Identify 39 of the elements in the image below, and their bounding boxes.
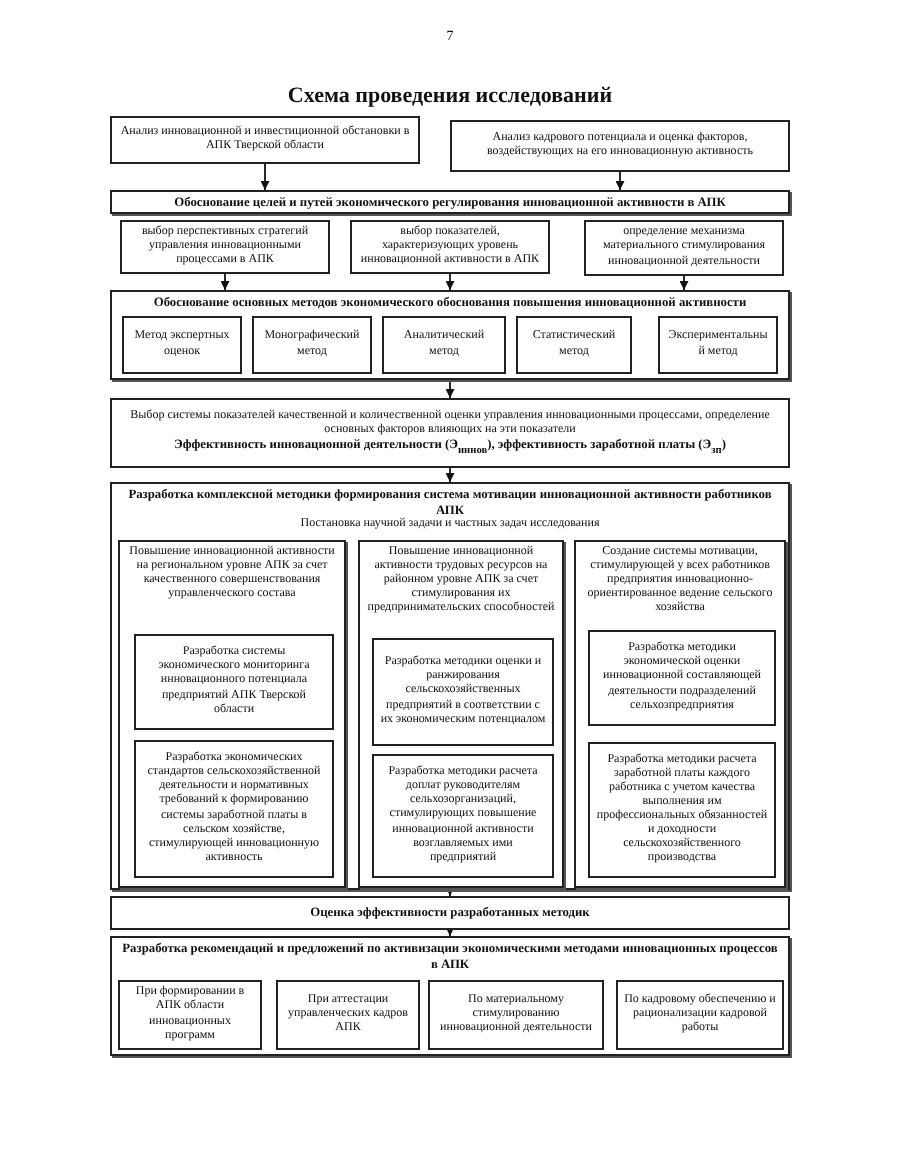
process-box bbox=[120, 220, 330, 274]
group-frame bbox=[110, 290, 790, 380]
process-box bbox=[122, 316, 242, 374]
group-frame bbox=[358, 540, 564, 888]
group-frame bbox=[118, 540, 346, 888]
group-frame bbox=[574, 540, 786, 888]
process-box bbox=[118, 980, 262, 1050]
process-box bbox=[134, 740, 334, 878]
diagram-title: Схема проведения исследований bbox=[285, 84, 615, 108]
arrow bbox=[445, 927, 455, 937]
arrow bbox=[445, 887, 455, 897]
arrow bbox=[445, 379, 455, 399]
group-frame bbox=[110, 190, 790, 214]
process-box bbox=[450, 120, 790, 172]
process-box bbox=[110, 896, 790, 930]
process-box bbox=[584, 220, 784, 276]
process-box bbox=[588, 630, 776, 726]
process-box bbox=[658, 316, 778, 374]
process-box bbox=[616, 980, 784, 1050]
process-box bbox=[588, 742, 776, 878]
process-box bbox=[372, 754, 554, 878]
process-box bbox=[252, 316, 372, 374]
process-box bbox=[134, 634, 334, 730]
process-box bbox=[382, 316, 506, 374]
process-box bbox=[372, 638, 554, 746]
arrow bbox=[220, 273, 230, 291]
arrow bbox=[260, 163, 270, 191]
process-box bbox=[516, 316, 632, 374]
arrow bbox=[445, 273, 455, 291]
group-frame bbox=[110, 936, 790, 1056]
process-box bbox=[276, 980, 420, 1050]
arrow bbox=[445, 467, 455, 483]
process-box bbox=[350, 220, 550, 274]
process-box bbox=[110, 398, 790, 468]
arrow bbox=[615, 171, 625, 191]
arrow bbox=[679, 275, 689, 291]
process-box bbox=[110, 116, 420, 164]
process-box bbox=[428, 980, 604, 1050]
group-frame bbox=[110, 482, 790, 890]
